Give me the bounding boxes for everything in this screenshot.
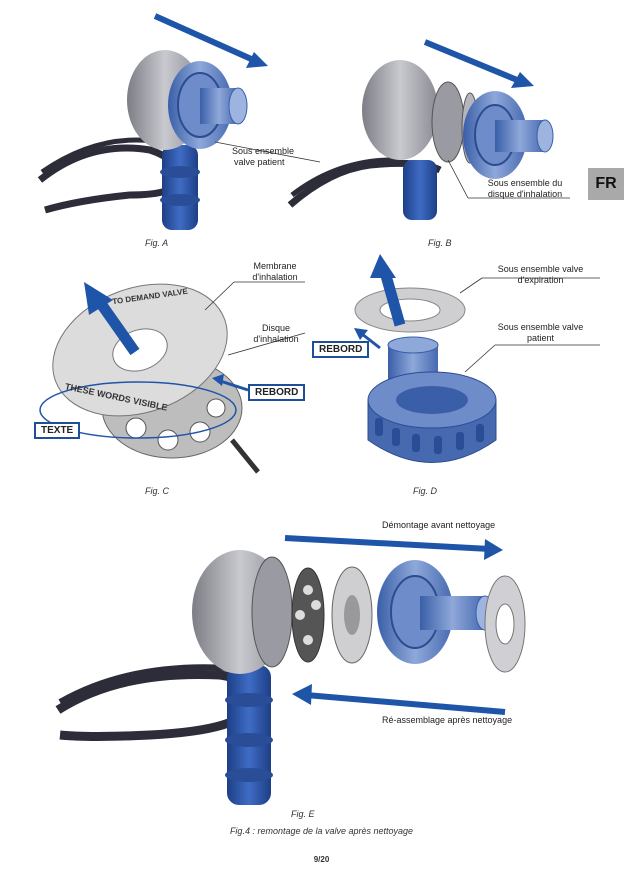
fig-b-label-line2: disque d'inhalation xyxy=(487,189,563,199)
page-number: 9/20 xyxy=(0,855,643,864)
fig-a-label-line2: valve patient xyxy=(234,157,285,167)
fig-d-expiration-line1: Sous ensemble valve xyxy=(497,264,584,274)
figure-c-drawing xyxy=(39,281,306,474)
figure-b-drawing xyxy=(287,39,570,220)
page-number-text: 9/20 xyxy=(313,855,330,864)
fig-c-membrane-line1: Membrane xyxy=(253,261,297,271)
arrow-a xyxy=(153,13,260,65)
fig-e-demontage-label: Démontage avant nettoyage xyxy=(382,520,496,530)
fig-a-label: Sous ensemble valve patient xyxy=(232,146,294,168)
fig-c-membrane-label: Membrane d'inhalation xyxy=(240,261,310,283)
figure-a-drawing xyxy=(37,13,321,230)
fig-d-patient-line2: patient xyxy=(526,333,555,343)
figure-d-drawing xyxy=(354,254,600,463)
fig-d-patient-label: Sous ensemble valve patient xyxy=(478,322,603,344)
fig-b-label: Sous ensemble du disque d'inhalation xyxy=(470,178,580,200)
fig-a-caption: Fig. A xyxy=(145,238,169,248)
fig-a-label-line1: Sous ensemble xyxy=(232,146,295,156)
fig-d-patient-line1: Sous ensemble valve xyxy=(497,322,584,332)
main-caption: Fig.4 : remontage de la valve après nett… xyxy=(0,826,643,836)
fig-d-expiration-line2: d'expiration xyxy=(517,275,564,285)
fig-e-reassemblage-label: Ré-assemblage après nettoyage xyxy=(382,715,513,725)
fig-b-caption: Fig. B xyxy=(428,238,452,248)
fig-c-membrane-line2: d'inhalation xyxy=(252,272,298,282)
fig-d-caption: Fig. D xyxy=(413,486,438,496)
main-caption-text: Fig.4 : remontage de la valve après nett… xyxy=(229,826,414,836)
fig-c-rebord-box: REBORD xyxy=(248,384,306,401)
language-tab: FR xyxy=(588,168,624,200)
fig-c-caption: Fig. C xyxy=(145,486,170,496)
fig-d-rebord-box: REBORD xyxy=(312,341,370,358)
fig-e-caption: Fig. E xyxy=(291,809,315,819)
fig-c-disque-label: Disque d'inhalation xyxy=(246,323,306,345)
fig-c-texte-box: TEXTE xyxy=(34,422,81,439)
figure-e-drawing xyxy=(55,535,526,805)
fig-c-disque-line1: Disque xyxy=(261,323,290,333)
fig-c-disque-line2: d'inhalation xyxy=(253,334,299,344)
fig-d-expiration-label: Sous ensemble valve d'expiration xyxy=(478,264,603,286)
fig-b-label-line1: Sous ensemble du xyxy=(487,178,563,188)
